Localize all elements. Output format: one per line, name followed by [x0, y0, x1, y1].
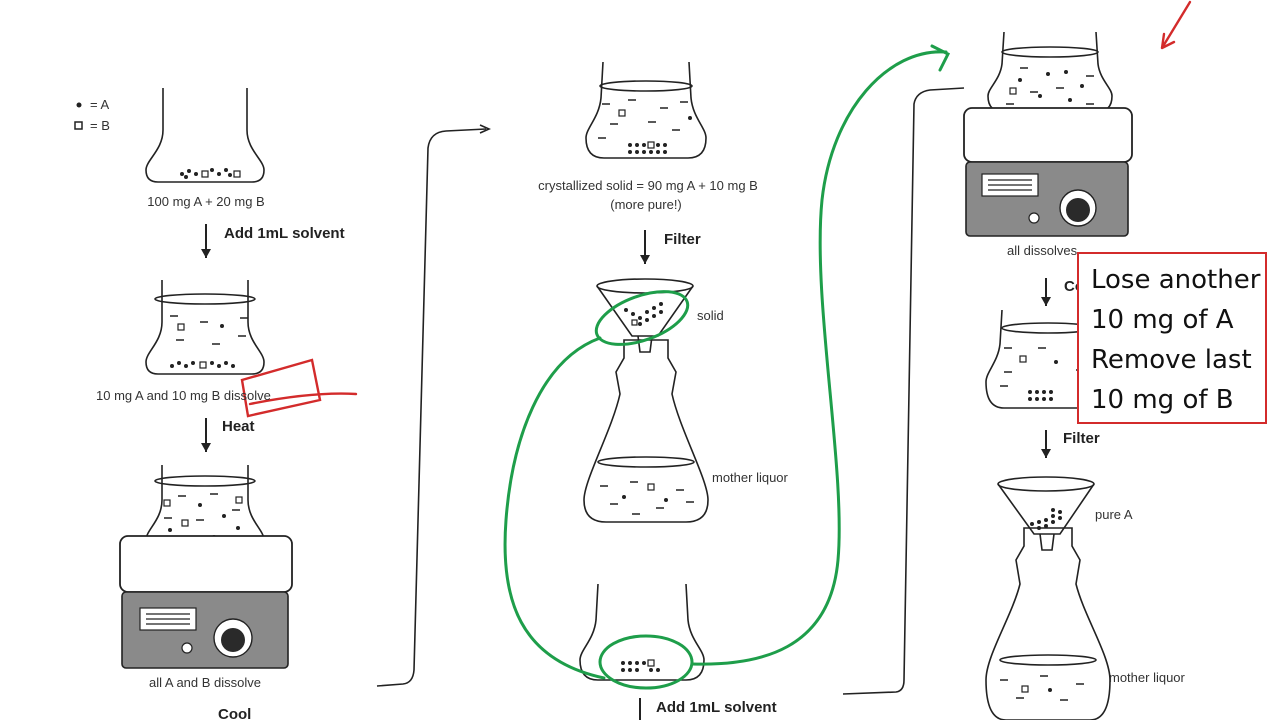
col1-flask1-label: 100 mg A + 20 mg B — [147, 194, 265, 209]
connector-col1-col2-head — [479, 124, 491, 134]
col1-step-add-solvent: Add 1mL solvent — [224, 225, 345, 242]
col1-flask-1 — [145, 88, 265, 183]
col3-flask-2-particles — [1000, 347, 1084, 401]
green-line-left-loop — [503, 336, 606, 680]
col3-mother-liquor-label: mother liquor — [1109, 670, 1185, 685]
col3-flask-1-particles — [1006, 67, 1094, 105]
col1-flask-1-particles — [180, 168, 241, 179]
col3-flask1-label: all dissolves — [1007, 243, 1078, 258]
col2-flask-2-particles — [621, 659, 660, 672]
col3-flask-1 — [987, 31, 1113, 113]
col1-flask-3-particles — [163, 493, 243, 545]
red-arrow-topright — [1160, 0, 1192, 50]
col2-funnel-flask — [583, 278, 709, 523]
red-box-dissolve — [240, 358, 322, 418]
col1-step-heat: Heat — [222, 418, 255, 435]
legend-a-eq: = — [90, 97, 98, 112]
col1-flask-2-particles — [170, 315, 248, 369]
col3-funnel-particles — [1030, 508, 1062, 530]
green-arrowhead — [930, 44, 951, 72]
col1-flask3-label: all A and B dissolve — [148, 675, 262, 690]
col2-mother-liquor-label: mother liquor — [712, 470, 788, 485]
legend-b-eq: = — [90, 118, 98, 133]
legend-dot-a — [76, 102, 82, 108]
legend-square-b — [74, 121, 83, 130]
legend-a-label: = A — [90, 97, 109, 112]
col2-step-filter: Filter — [664, 231, 701, 248]
note-line-3: Remove last — [1091, 345, 1252, 375]
connector-col1-col2 — [376, 128, 487, 687]
connector-col2-col3 — [842, 87, 965, 695]
col3-funnel-flask — [985, 476, 1111, 720]
legend-b-label: = B — [90, 118, 110, 133]
col2-solid-label: solid — [697, 308, 724, 323]
legend-b-text: B — [101, 118, 110, 133]
annotation-note-box: Lose another 10 mg of A Remove last 10 m… — [1077, 252, 1267, 424]
green-line-right-loop — [690, 50, 948, 666]
col2-flask-1 — [585, 61, 707, 159]
green-annotation — [503, 44, 951, 690]
red-underline-dissolve — [248, 392, 358, 406]
col2-step-add-solvent: Add 1mL solvent — [656, 699, 777, 716]
col1-flask2-label: 10 mg A and 10 mg B dissolve — [96, 388, 271, 403]
col1-step-cool: Cool — [218, 706, 252, 723]
col2-flask-1-particles — [598, 99, 692, 154]
green-circle-funnel-solid — [594, 290, 690, 346]
col1-flask-2 — [145, 280, 265, 375]
col2-flask1-label: crystallized solid = 90 mg A + 10 mg B — [538, 178, 758, 193]
col2-funnel-particles — [624, 302, 663, 326]
red-annotation — [240, 0, 1192, 418]
col1-hotplate — [119, 535, 293, 669]
note-line-1: Lose another — [1091, 265, 1261, 295]
legend-a-text: A — [100, 97, 110, 112]
green-circle-flask-bottom — [598, 634, 694, 690]
col2-mother-liquor-particles — [600, 481, 694, 515]
legend — [74, 102, 83, 130]
col3-step-filter: Filter — [1063, 430, 1100, 447]
col3-pure-a-label: pure A — [1095, 507, 1133, 522]
col3-mother-liquor-particles — [1000, 675, 1084, 701]
col3-hotplate — [963, 107, 1133, 237]
col2-flask-2 — [579, 583, 705, 681]
note-line-4: 10 mg of B — [1091, 385, 1234, 415]
col2-flask1-sublabel: (more pure!) — [610, 197, 682, 212]
note-line-2: 10 mg of A — [1091, 305, 1234, 335]
